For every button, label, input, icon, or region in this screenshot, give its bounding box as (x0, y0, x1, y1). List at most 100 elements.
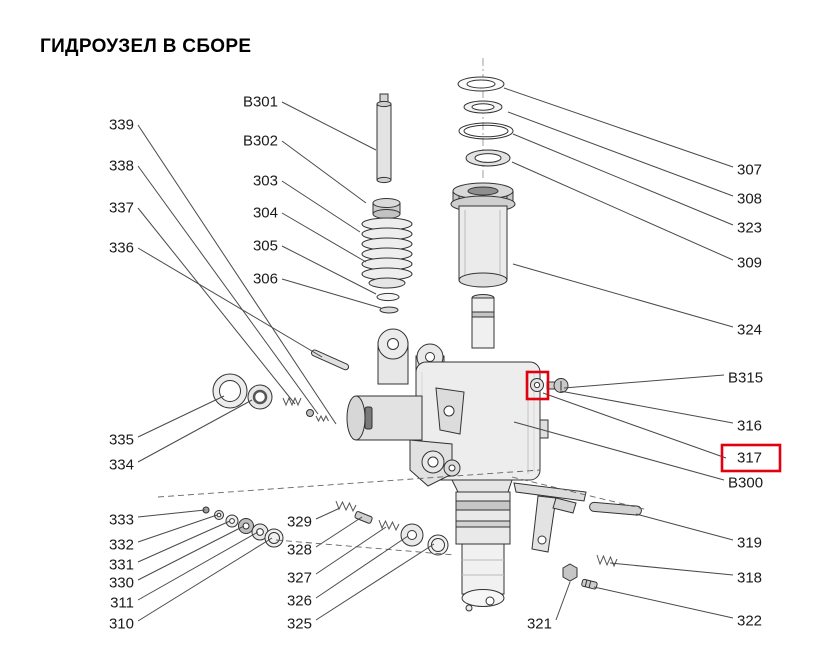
part-label-332: 332 (109, 537, 134, 554)
leader-line-325 (315, 543, 435, 621)
part-label-318: 318 (737, 570, 762, 587)
part-body-B300 (346, 328, 549, 493)
part-washer-308 (463, 100, 503, 114)
leader-line-336 (137, 247, 323, 358)
part-label-329: 329 (287, 514, 312, 531)
part-label-308: 308 (737, 191, 762, 208)
part-label-309: 309 (737, 255, 762, 272)
leader-line-337 (137, 207, 296, 405)
part-label-327: 327 (287, 570, 312, 587)
part-piston-stem (471, 294, 495, 349)
leader-line-B301 (281, 101, 377, 151)
part-spring-318 (596, 554, 618, 568)
leader-line-310 (137, 537, 273, 622)
leader-line-317 (542, 392, 727, 459)
leader-line-305 (281, 245, 377, 295)
part-label-304: 304 (253, 205, 278, 222)
part-label-B302: B302 (243, 133, 278, 150)
part-oring-323 (458, 122, 514, 140)
part-detent-ball (306, 409, 314, 417)
leader-line-322 (593, 586, 734, 619)
part-label-330: 330 (109, 575, 134, 592)
part-label-326: 326 (287, 593, 312, 610)
part-label-B300: B300 (728, 475, 763, 492)
part-label-305: 305 (253, 238, 278, 255)
part-sleeve-324 (450, 182, 516, 288)
part-washer-317 (530, 378, 544, 392)
leader-line-309 (511, 161, 734, 261)
part-ring-306 (379, 306, 399, 314)
assembly-axis-1 (157, 469, 541, 498)
part-ring-325 (427, 534, 449, 556)
leader-line-306 (281, 278, 382, 309)
part-label-328: 328 (287, 542, 312, 559)
leader-line-321 (555, 581, 571, 621)
leader-line-323 (512, 133, 734, 226)
leader-line-308 (507, 111, 734, 197)
part-ring-309 (465, 149, 511, 167)
part-rod-B301 (376, 93, 392, 184)
part-label-311: 311 (110, 595, 134, 612)
leader-line-324 (512, 263, 734, 328)
part-label-334: 334 (109, 457, 134, 474)
leader-line-304 (281, 212, 367, 263)
part-row-small-items (202, 506, 284, 548)
leader-line-339 (137, 124, 337, 425)
leader-line-326 (315, 535, 409, 599)
leader-line-331 (137, 520, 231, 563)
leader-line-B315 (563, 374, 725, 389)
part-label-322: 322 (737, 613, 762, 630)
label-layer: 339338337336335334333332331330311310B301… (109, 87, 782, 633)
leader-line-307 (503, 87, 734, 168)
part-detent-spring (315, 414, 329, 423)
part-spring-327 (378, 519, 400, 532)
part-label-307: 307 (737, 162, 762, 179)
leader-line-332 (137, 514, 218, 543)
part-disc-326 (400, 523, 424, 547)
leader-line-B302 (281, 140, 367, 204)
leader-line-330 (137, 525, 245, 581)
part-rod-319 (589, 501, 642, 516)
part-label-339: 339 (109, 117, 134, 134)
part-boot-303 (361, 198, 413, 289)
part-label-321: 321 (527, 616, 552, 633)
exploded-drawing (157, 58, 649, 612)
part-pin-336 (311, 349, 350, 371)
part-cap-335 (212, 373, 248, 409)
part-plunger-328 (354, 511, 373, 524)
part-label-303: 303 (253, 173, 278, 190)
part-label-337: 337 (109, 200, 134, 217)
part-spring-337 (282, 396, 302, 407)
leader-line-333 (137, 509, 206, 518)
part-label-338: 338 (109, 158, 134, 175)
leader-line-316 (559, 390, 734, 424)
part-lower-cylinder (455, 491, 511, 612)
part-label-325: 325 (287, 616, 312, 633)
leader-line-318 (609, 562, 734, 576)
part-nut-321 (562, 563, 578, 582)
leader-line-338 (137, 165, 319, 415)
part-label-310: 310 (109, 616, 134, 633)
highlighted-part-317 (525, 370, 550, 401)
part-label-324: 324 (737, 322, 762, 339)
leader-line-328 (315, 516, 363, 548)
part-spring-329 (335, 500, 357, 513)
leader-line-329 (315, 507, 341, 520)
part-label-B301: B301 (243, 94, 278, 111)
part-label-335: 335 (109, 432, 134, 449)
part-label-331: 331 (109, 557, 134, 574)
part-label-319: 319 (737, 535, 762, 552)
leader-line-319 (635, 513, 734, 541)
leader-line-311 (137, 531, 259, 601)
part-label-316: 316 (737, 418, 762, 435)
page-title: ГИДРОУЗЕЛ В СБОРЕ (40, 36, 252, 57)
part-label-323: 323 (737, 220, 762, 237)
leader-line-B300 (513, 421, 725, 481)
part-washer-334 (247, 384, 273, 410)
part-label-306: 306 (253, 271, 278, 288)
leader-line-327 (315, 526, 387, 575)
part-lever-assembly (513, 482, 587, 553)
part-label-317: 317 (737, 450, 762, 467)
leader-line-334 (137, 399, 253, 463)
